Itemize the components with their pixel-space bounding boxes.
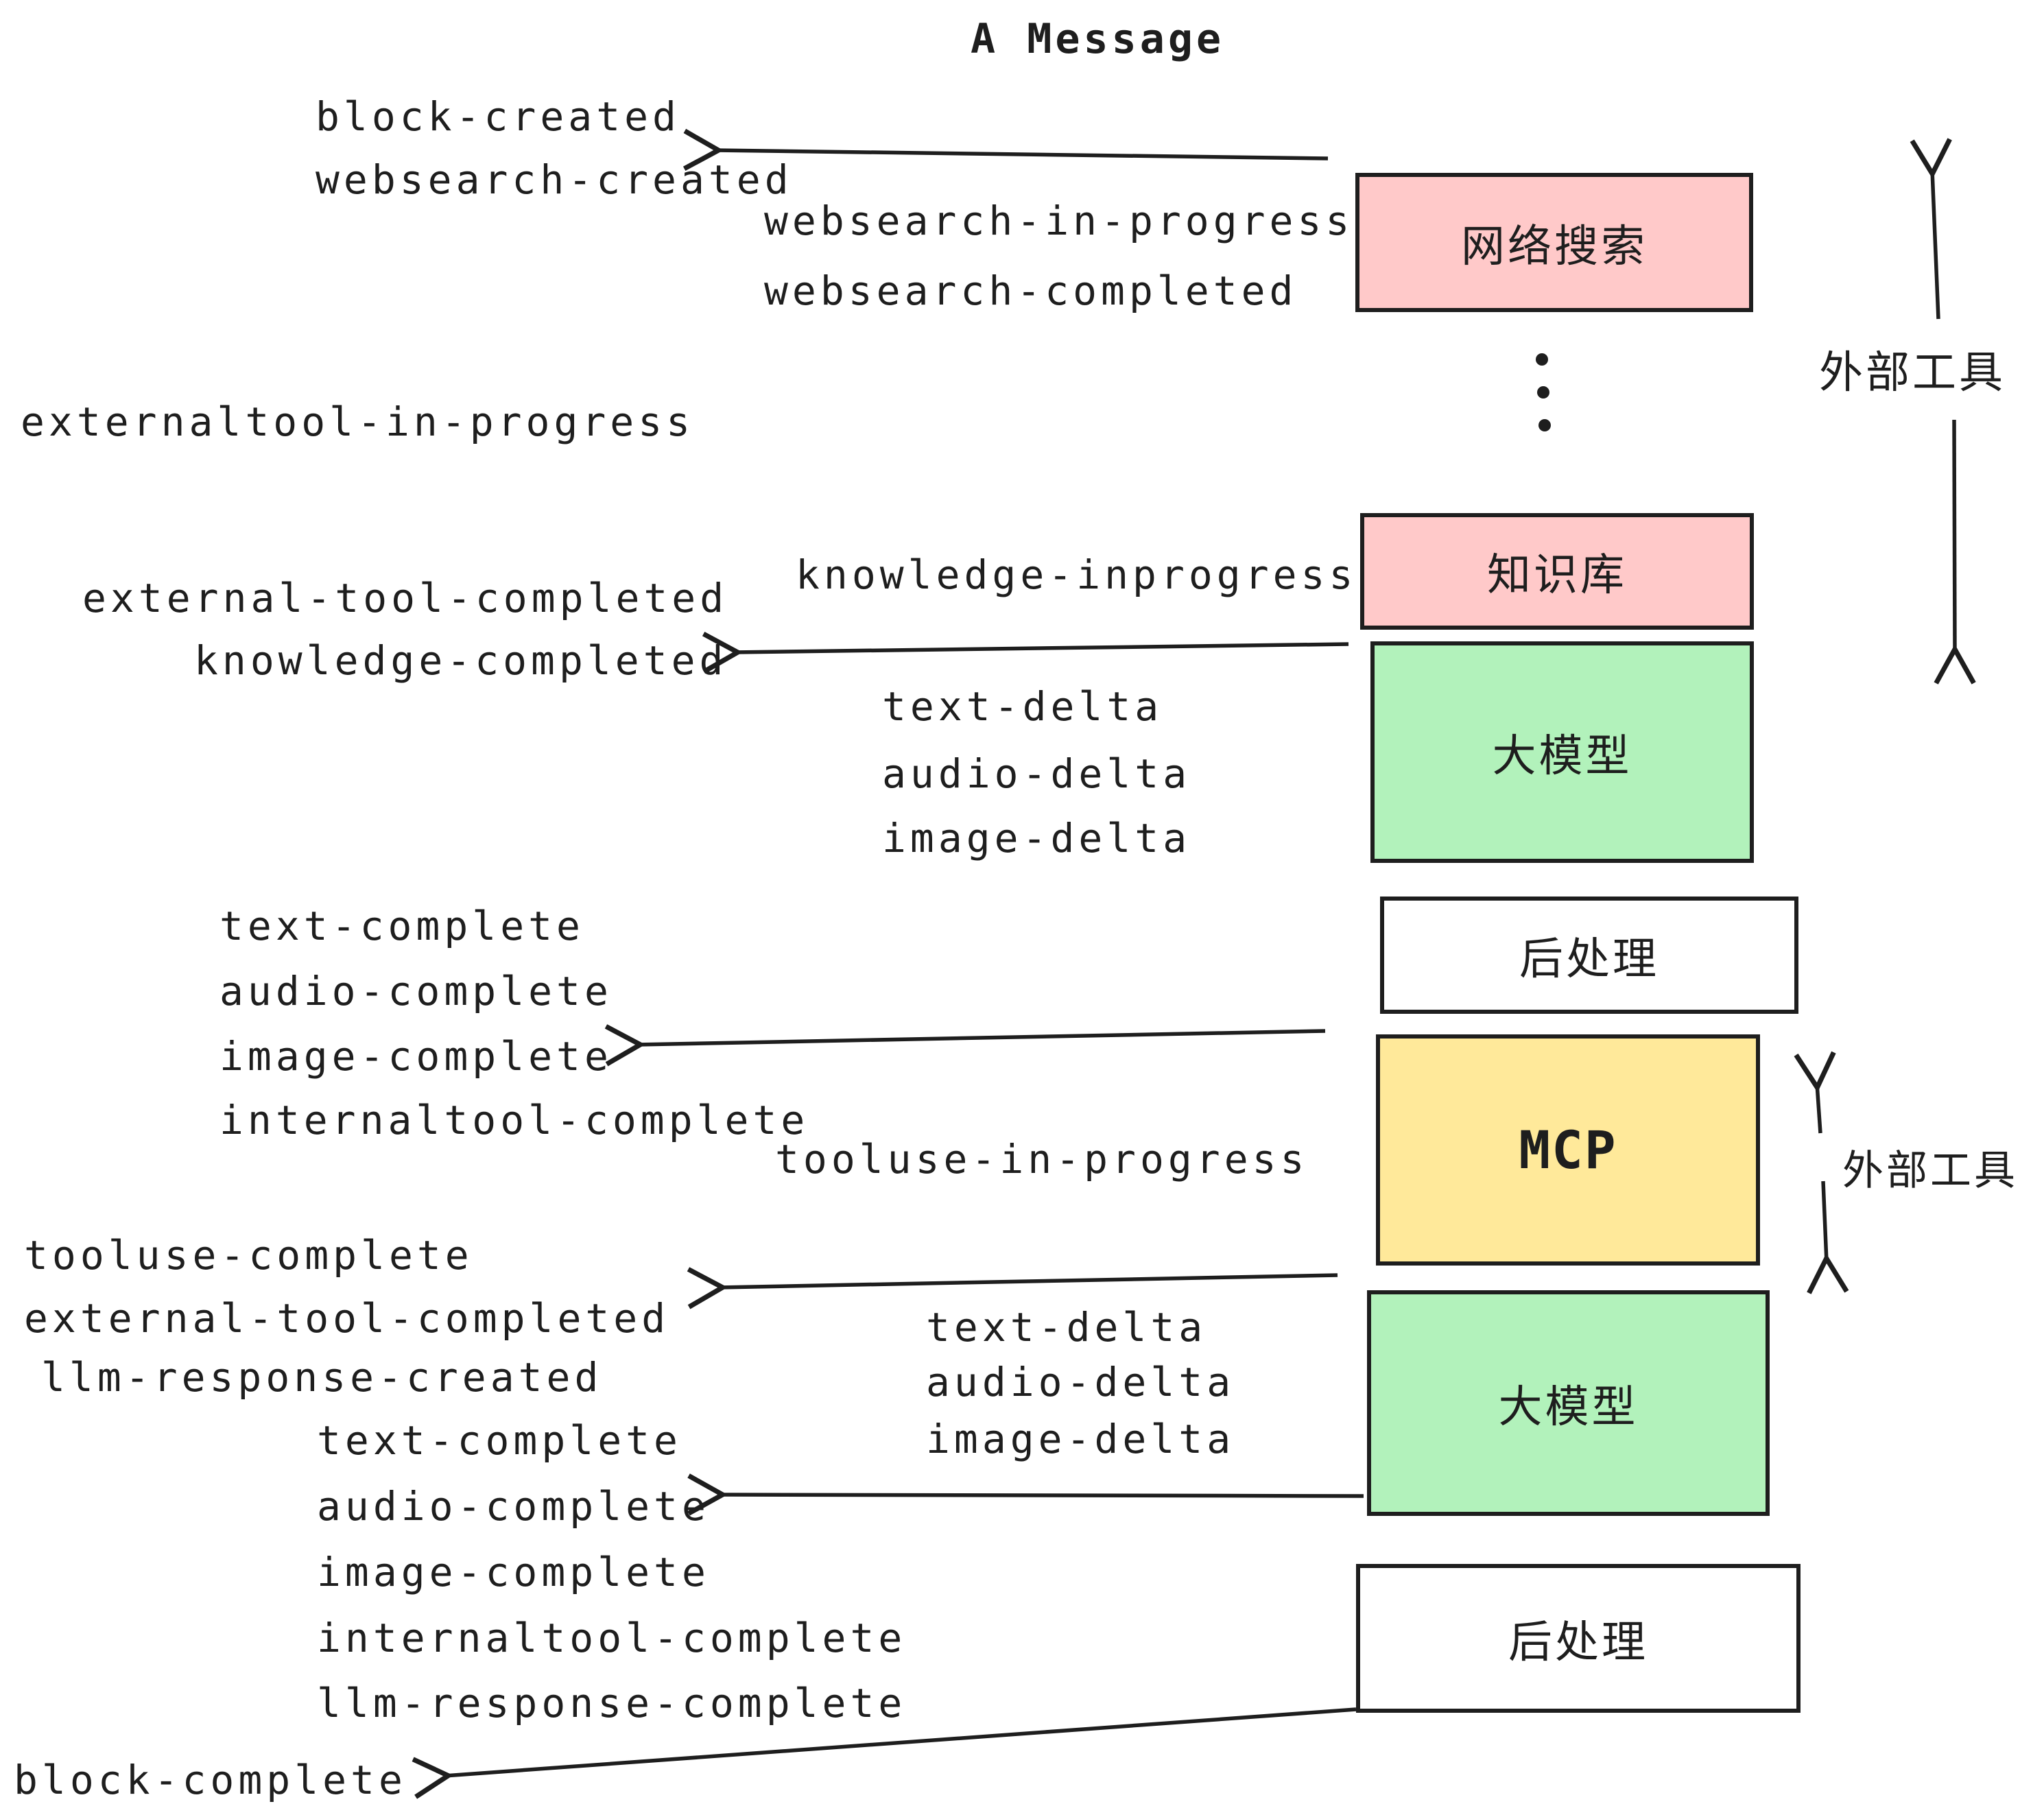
event-label-text-delta-1: text-delta	[882, 683, 1163, 730]
arrow-postprocess-to-image-complete	[637, 1031, 1326, 1045]
arrow-mcp-to-external-tool-completed	[719, 1275, 1338, 1287]
arrow-websearch-to-block-created	[715, 150, 1329, 158]
ellipsis-dots-icon	[1536, 353, 1551, 431]
arrow-knowledge-to-knowledge-completed	[734, 644, 1349, 652]
box-mcp: MCP	[1376, 1034, 1760, 1266]
event-label-llm-response-created: llm-response-created	[41, 1354, 603, 1401]
event-label-image-delta-2: image-delta	[926, 1416, 1235, 1462]
external-tools-label-mcp: 外部工具	[1842, 1147, 2018, 1195]
box-websearch-label: 网络搜索	[1461, 221, 1648, 272]
external-tools-span-down-arrow	[1954, 419, 1955, 653]
event-label-audio-complete-1: audio-complete	[219, 968, 613, 1014]
event-label-audio-delta-2: audio-delta	[926, 1359, 1235, 1405]
box-postprocess-1: 后处理	[1380, 897, 1798, 1014]
page-title: A Message	[971, 15, 1225, 63]
event-label-block-complete: block-complete	[14, 1757, 407, 1803]
event-label-tooluse-complete: tooluse-complete	[24, 1232, 473, 1279]
box-mcp-label: MCP	[1519, 1119, 1617, 1180]
event-label-image-complete-2: image-complete	[317, 1549, 710, 1595]
box-websearch: 网络搜索	[1355, 173, 1753, 312]
event-label-text-delta-2: text-delta	[926, 1304, 1207, 1351]
event-label-external-tool-completed-1: external-tool-completed	[82, 575, 728, 621]
event-label-knowledge-inprogress: knowledge-inprogress	[796, 551, 1357, 598]
event-label-externaltool-in-progress: externaltool-in-progress	[21, 399, 695, 445]
event-label-websearch-completed: websearch-completed	[764, 268, 1298, 314]
external-tools-label-top: 外部工具	[1819, 348, 2006, 399]
box-llm-1-label: 大模型	[1492, 731, 1632, 782]
arrow-postprocess-to-block-complete	[444, 1707, 1357, 1776]
box-postprocess-2: 后处理	[1356, 1564, 1801, 1713]
event-label-internaltool-complete-1: internaltool-complete	[219, 1097, 809, 1143]
box-postprocess-2-label: 后处理	[1508, 1617, 1648, 1668]
box-llm-2-label: 大模型	[1498, 1381, 1639, 1433]
mcp-external-tools-up-arrow	[1817, 1084, 1820, 1134]
event-label-audio-delta-1: audio-delta	[882, 750, 1191, 797]
event-label-image-complete-1: image-complete	[219, 1033, 613, 1080]
external-tools-span-up-arrow	[1932, 170, 1938, 320]
event-label-websearch-created: websearch-created	[316, 156, 793, 203]
box-llm-2: 大模型	[1367, 1290, 1770, 1516]
event-label-image-delta-1: image-delta	[882, 815, 1191, 862]
event-label-text-complete-1: text-complete	[219, 903, 584, 949]
event-label-llm-response-complete: llm-response-complete	[317, 1680, 907, 1726]
event-label-text-complete-2: text-complete	[317, 1417, 682, 1464]
event-label-external-tool-completed-2: external-tool-completed	[24, 1295, 670, 1342]
event-label-tooluse-in-progress: tooluse-in-progress	[775, 1136, 1309, 1183]
event-label-websearch-in-progress: websearch-in-progress	[764, 198, 1354, 244]
box-knowledge-base: 知识库	[1360, 513, 1754, 630]
event-label-block-created: block-created	[316, 93, 680, 140]
arrow-llm-to-audio-complete	[719, 1495, 1364, 1496]
box-postprocess-1-label: 后处理	[1519, 934, 1659, 985]
mcp-external-tools-down-arrow	[1823, 1180, 1827, 1262]
event-label-internaltool-complete-2: internaltool-complete	[317, 1615, 907, 1661]
box-llm-1: 大模型	[1370, 641, 1754, 863]
event-label-audio-complete-2: audio-complete	[317, 1483, 710, 1530]
box-knowledge-base-label: 知识库	[1487, 550, 1627, 601]
event-label-knowledge-completed: knowledge-completed	[194, 637, 728, 684]
